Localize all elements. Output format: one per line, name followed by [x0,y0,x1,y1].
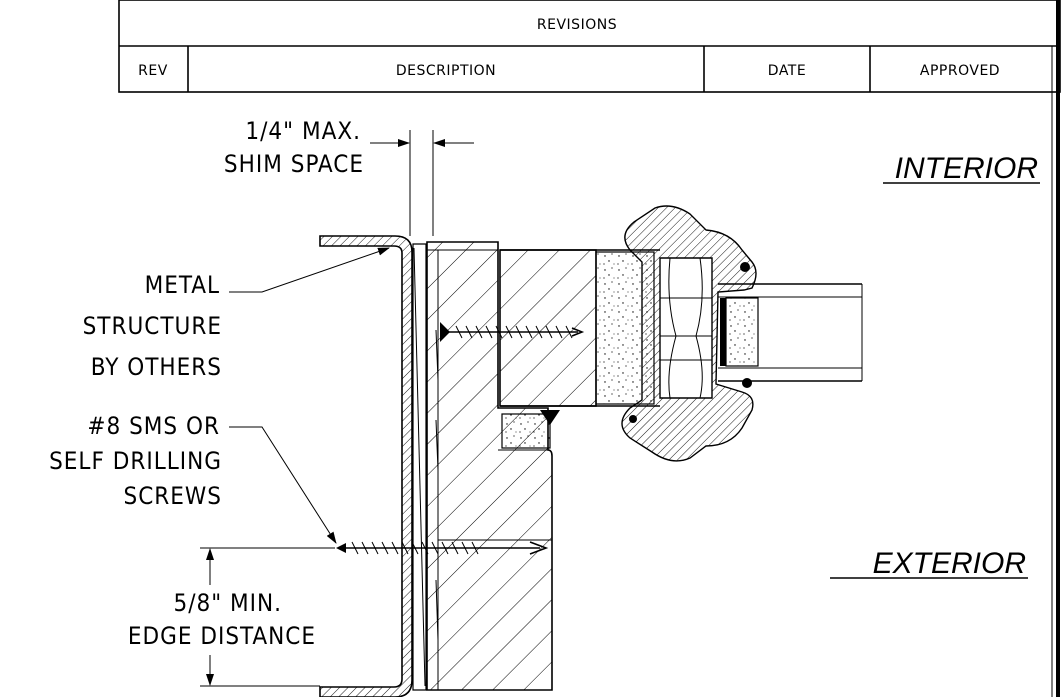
svg-text:5/8" MIN.: 5/8" MIN. [173,589,282,617]
column-header-rev: REV [138,63,168,79]
svg-text:STRUCTURE: STRUCTURE [83,312,222,340]
svg-text:SHIM SPACE: SHIM SPACE [224,150,364,178]
edge-distance-dimension [200,547,335,687]
revisions-table: REVISIONS REV DESCRIPTION DATE APPROVED [118,0,1061,93]
window-frame [426,241,553,691]
shim [412,243,427,691]
frame-screw [440,322,585,342]
interior-label: INTERIOR [895,152,1038,185]
column-header-description: DESCRIPTION [396,63,496,79]
window-sash [499,249,660,407]
attachment-screw [336,541,549,555]
metal-structure-callout: METAL STRUCTURE BY OTHERS [83,271,222,381]
structure-leader [229,247,390,293]
screws-callout: #8 SMS OR SELF DRILLING SCREWS [49,412,223,510]
screw-leader [229,426,337,544]
glass-spacer [725,297,759,367]
metal-channel [319,235,413,697]
column-header-approved: APPROVED [920,63,1000,79]
svg-text:BY OTHERS: BY OTHERS [91,353,222,381]
shim-space-callout: 1/4" MAX. SHIM SPACE [224,117,364,178]
exterior-label: EXTERIOR [873,547,1026,580]
svg-text:METAL: METAL [145,271,220,299]
glazing-stop [621,205,757,462]
shim-dimension [370,130,474,236]
svg-text:#8 SMS OR: #8 SMS OR [87,412,220,440]
svg-text:SELF DRILLING: SELF DRILLING [49,447,222,475]
svg-text:1/4" MAX.: 1/4" MAX. [245,117,361,145]
edge-distance-callout: 5/8" MIN. EDGE DISTANCE [128,589,316,650]
svg-text:SCREWS: SCREWS [124,482,223,510]
column-header-date: DATE [768,63,806,79]
weather-strip [501,410,560,449]
glass-unit [718,283,863,382]
svg-text:EDGE DISTANCE: EDGE DISTANCE [128,622,316,650]
revisions-title: REVISIONS [537,17,617,33]
